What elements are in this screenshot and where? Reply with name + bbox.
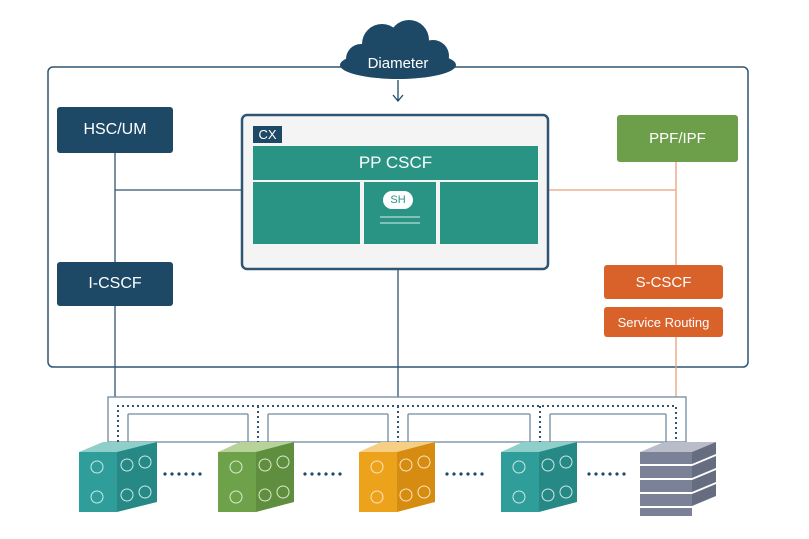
cloud-icon [340,20,456,79]
pcscf-cell-right [440,182,538,244]
icscf-box[interactable]: I-CSCF [57,262,173,306]
pcscf-title[interactable]: PP CSCF [358,153,433,172]
server-dotted-links [163,472,626,476]
pcscf-cell-left [253,182,360,244]
server-green [218,442,294,512]
sh-pill [383,191,413,209]
service-routing-label: Service Routing [617,314,710,330]
server-orange [359,442,435,512]
server-teal-1 [79,442,157,512]
hss-box[interactable]: HSC/UM [57,107,173,153]
pcf-box[interactable]: PPF/IPF [617,115,738,162]
service-routing-box[interactable]: Service Routing [604,307,723,337]
icscf-label: I-CSCF [88,275,142,292]
server-teal-2 [501,442,577,512]
sh-badge[interactable]: SH [390,194,406,206]
bus-inner [117,405,677,442]
hss-label: HSC/UM [83,121,147,138]
bus-outer [107,396,687,443]
scscf-box[interactable]: S-CSCF [604,265,723,299]
pcscf-bar [253,146,538,180]
storage-gray [640,442,716,516]
bus-drops [127,413,667,442]
cx-label: CX [258,127,277,142]
diameter-label: Diameter [367,54,429,72]
cx-label-bg [253,126,282,143]
scscf-label: S-CSCF [635,273,692,291]
pcf-label: PPF/IPF [649,130,706,147]
diameter-arrow-head [392,94,404,103]
